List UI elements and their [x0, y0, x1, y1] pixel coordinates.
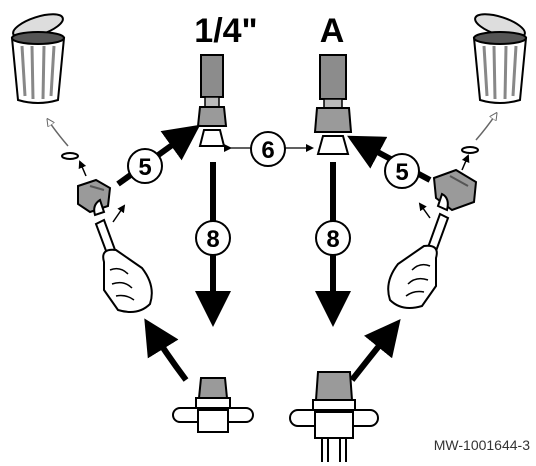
valve-icon [172, 377, 254, 433]
return-arrow-left [144, 318, 189, 382]
right-pipe-label: A [320, 12, 345, 50]
trash-bin-icon [10, 13, 66, 104]
hand-icon [387, 244, 438, 309]
reference-code: MW-1001644-3 [434, 437, 530, 453]
seal-ring-icon [461, 146, 479, 154]
wrench-turn-arrow-left [112, 204, 126, 223]
step-6-badge: 6 [250, 131, 286, 167]
return-arrow-right [349, 318, 401, 382]
pipe-icon [313, 54, 353, 155]
left-pipe-label: 1/4" [194, 12, 257, 50]
svg-text:8: 8 [206, 226, 219, 253]
svg-text:8: 8 [326, 226, 339, 253]
nut-to-ring-arrow-left [78, 160, 87, 177]
step-8-badge-left: 8 [195, 220, 231, 256]
wrench-turn-arrow-right [418, 202, 431, 219]
step-8-badge-right: 8 [315, 220, 351, 256]
hand-icon [102, 248, 153, 313]
step-5-badge-left: 5 [127, 148, 163, 184]
svg-text:5: 5 [138, 154, 151, 181]
seal-ring-icon [61, 152, 79, 160]
svg-text:6: 6 [261, 137, 274, 164]
discard-arrow-right [475, 114, 496, 141]
pipe-icon [196, 54, 228, 147]
discard-arrow-left [48, 120, 69, 147]
step-5-badge-right: 5 [384, 153, 420, 189]
svg-text:5: 5 [395, 159, 408, 186]
trash-bin-icon [472, 13, 528, 104]
valve-icon [289, 371, 379, 462]
nut-to-ring-arrow-right [461, 154, 470, 171]
